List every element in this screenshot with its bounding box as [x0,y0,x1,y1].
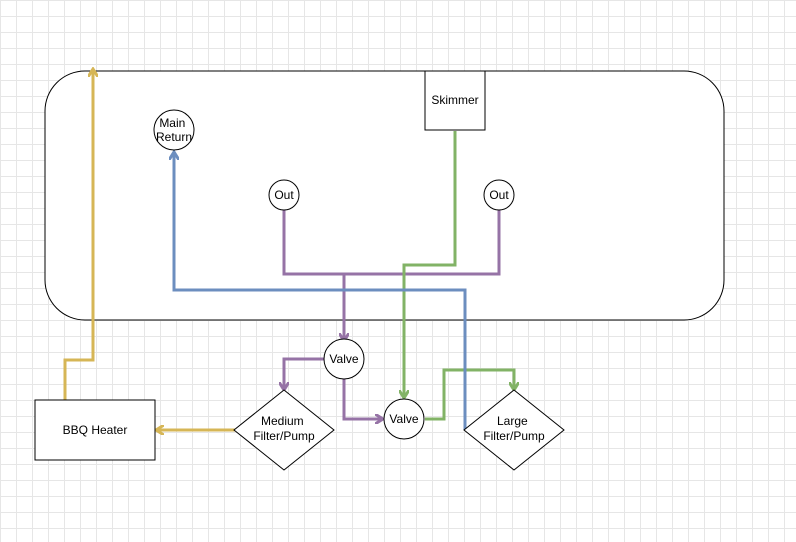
large-filter-label: Large Filter/Pump [483,414,545,443]
pool-outline [44,70,725,321]
main-return-node[interactable]: Main Return [153,109,195,151]
medium-filter-label: Medium Filter/Pump [253,414,315,443]
large-filter-to-main-return-pipe [174,153,467,430]
skimmer-to-valve-bottom-pipe [404,131,457,397]
main-return-label: Main Return [156,116,192,144]
out-left-label: Out [274,188,294,202]
out-right-node[interactable]: Out [483,179,515,211]
valve-bottom-to-large-filter-pipe [425,368,514,421]
main-return-label-line2: Return [156,130,192,144]
bbq-heater-node[interactable]: BBQ Heater [34,399,156,461]
valve-top-to-valve-bottom-pipe [342,379,382,419]
valve-top-to-medium-filter-pipe [284,357,324,389]
valve-bottom-label: Valve [389,412,418,426]
heater-to-pool-pipe [63,70,93,400]
large-filter-label-line2: Filter/Pump [483,429,545,443]
medium-filter-label-line2: Filter/Pump [253,429,315,443]
out-left-node[interactable]: Out [268,179,300,211]
bbq-heater-label: BBQ Heater [63,423,128,437]
valve-bottom-node[interactable]: Valve [383,398,425,440]
medium-filter-label-line1: Medium [261,414,304,428]
skimmer-label: Skimmer [431,93,478,107]
skimmer-node[interactable]: Skimmer [424,70,486,131]
valve-top-node[interactable]: Valve [323,338,365,380]
out-left-pipe [282,210,501,276]
out-right-label: Out [489,188,509,202]
large-filter-label-line1: Large [497,414,528,428]
main-return-label-line1: Main [159,116,185,130]
valve-top-label: Valve [329,352,358,366]
large-filter-node[interactable]: Large Filter/Pump [463,389,565,471]
medium-filter-node[interactable]: Medium Filter/Pump [233,389,335,471]
